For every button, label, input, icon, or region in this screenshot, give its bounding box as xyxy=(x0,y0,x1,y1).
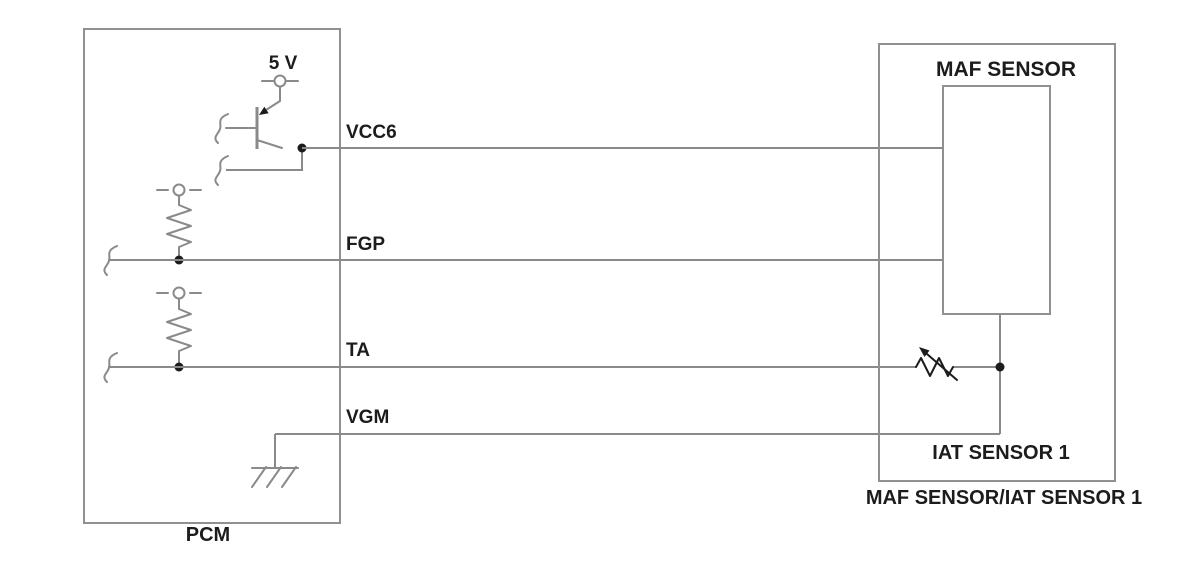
five-volt-label: 5 V xyxy=(269,53,298,74)
terminal-circle-icon xyxy=(172,286,186,300)
maf-sensor-label: MAF SENSOR xyxy=(936,58,1076,81)
pin-label-fgp: FGP xyxy=(346,234,385,255)
transistor-arrow-icon xyxy=(259,106,269,115)
transistor-collector-lead xyxy=(265,86,281,111)
ta-pullup-leg xyxy=(103,286,202,383)
terminal-circle-icon xyxy=(172,183,186,197)
transistor-emitter-lead xyxy=(256,139,283,149)
pcm-label: PCM xyxy=(186,524,230,546)
sensor-unit-caption: MAF SENSOR/IAT SENSOR 1 xyxy=(866,487,1142,509)
iat-thermistor xyxy=(915,347,958,381)
junction-dot-iat xyxy=(995,362,1005,372)
pin-label-vgm: VGM xyxy=(346,407,389,428)
maf-element-box xyxy=(942,85,1051,315)
ta-resistor-icon xyxy=(166,298,192,368)
thermistor-arrow-icon xyxy=(919,347,930,357)
pin-labels: VCC6 FGP TA VGM xyxy=(346,122,397,428)
maf-iat-sensor-unit: MAF SENSOR IAT SENSOR 1 MAF SENSOR/IAT S… xyxy=(866,43,1142,509)
vgm-ground xyxy=(251,434,299,488)
terminal-circle-icon xyxy=(273,74,287,88)
pcm-module: PCM 5 V xyxy=(83,28,341,546)
iat-sensor-label: IAT SENSOR 1 xyxy=(932,442,1069,464)
ground-slash-1 xyxy=(251,466,267,488)
harness-wires xyxy=(108,147,1000,435)
fgp-pullup-leg xyxy=(103,183,202,276)
sensor-outer-box xyxy=(878,43,1116,482)
transistor-feedback-wire xyxy=(226,148,303,171)
pcm-box xyxy=(83,28,341,524)
ground-slash-3 xyxy=(281,466,297,488)
thermistor-zigzag-icon xyxy=(915,357,954,377)
power-transistor xyxy=(214,86,307,186)
pin-label-vcc6: VCC6 xyxy=(346,122,397,143)
thermistor-arrow-shaft xyxy=(926,353,958,381)
ground-slash-2 xyxy=(266,466,282,488)
pin-label-ta: TA xyxy=(346,340,370,361)
fgp-resistor-icon xyxy=(166,195,192,261)
five-volt-terminal: 5 V xyxy=(261,53,299,88)
